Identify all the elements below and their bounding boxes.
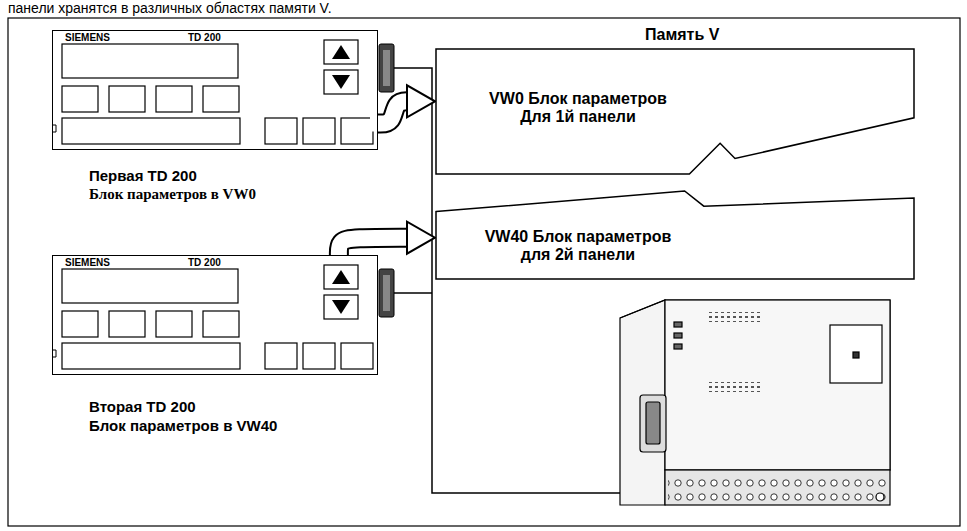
- arrow-body: [378, 101, 409, 123]
- node-heading: Память V: [645, 26, 719, 44]
- node-heading: Блок параметров в VW0: [89, 186, 256, 203]
- node-heading: Вторая TD 200: [89, 398, 196, 415]
- torn-outline: [435, 48, 915, 175]
- caption-text: панели хранятся в различных областях пам…: [8, 0, 332, 16]
- operator-panel: SIEMENSTD 200Вторая TD 200Блок параметро…: [52, 255, 378, 375]
- memory-block: VW40 Блок параметров для 2й панели: [435, 190, 915, 280]
- memory-block: Память VVW0 Блок параметров Для 1й панел…: [435, 48, 915, 175]
- node-heading: Первая TD 200: [89, 167, 197, 184]
- node-text: VW0 Блок параметров Для 1й панели: [480, 90, 676, 126]
- torn-outline: [436, 49, 914, 174]
- operator-panel: SIEMENSTD 200Первая TD 200Блок параметро…: [52, 30, 378, 150]
- arrow-outline: [339, 238, 409, 255]
- node-text: TD 200: [188, 257, 221, 268]
- node-heading: Блок параметров в VW40: [89, 417, 277, 434]
- torn-outline: [436, 191, 914, 279]
- node-text: SIEMENS: [65, 32, 110, 43]
- outer-frame: [8, 18, 960, 526]
- arrow-outline: [378, 101, 409, 123]
- block-arrow: [339, 222, 435, 255]
- panel-drawing: [52, 265, 394, 369]
- block-arrow: [378, 85, 435, 123]
- node-text: TD 200: [188, 32, 221, 43]
- panel-drawing: [52, 40, 394, 144]
- plc-drawing: [620, 300, 890, 505]
- arrow-body: [339, 238, 409, 255]
- arrow-head: [407, 85, 435, 117]
- arrow-head: [407, 222, 435, 254]
- node-text: VW40 Блок параметров для 2й панели: [480, 228, 676, 264]
- node-text: SIEMENS: [65, 257, 110, 268]
